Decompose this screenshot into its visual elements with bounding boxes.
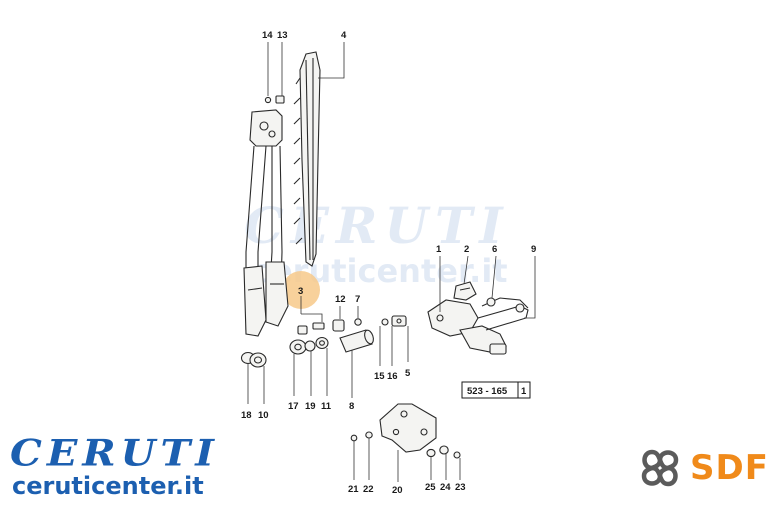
ceruti-brand: CERUTI ceruticenter.it bbox=[10, 430, 240, 510]
washer-10 bbox=[249, 352, 267, 368]
bushing-17 bbox=[289, 339, 307, 355]
callout-14: 14 bbox=[262, 30, 273, 41]
highlight-marker bbox=[282, 271, 320, 309]
mounting-bracket-20 bbox=[379, 403, 437, 453]
wiper-motor-linkage bbox=[427, 281, 529, 355]
shaft-tube-8 bbox=[339, 329, 374, 353]
callout-6: 6 bbox=[492, 244, 497, 255]
callout-1: 1 bbox=[436, 244, 442, 255]
callout-13: 13 bbox=[277, 30, 288, 41]
callout-2: 2 bbox=[464, 244, 469, 255]
bolt-23 bbox=[453, 451, 461, 459]
sdf-brand: SDF bbox=[636, 440, 776, 496]
wiper-blade bbox=[293, 51, 321, 267]
screw-14 bbox=[264, 96, 272, 104]
callout-18: 18 bbox=[241, 410, 252, 421]
sdf-knot-logo-icon bbox=[641, 449, 679, 487]
sdf-brand-name: SDF bbox=[690, 448, 769, 488]
nut-11 bbox=[315, 336, 329, 350]
callout-25: 25 bbox=[425, 482, 436, 493]
callout-9: 9 bbox=[531, 244, 536, 255]
callout-16: 16 bbox=[387, 371, 398, 382]
screw-7 bbox=[354, 318, 362, 326]
callout-3: 3 bbox=[298, 286, 303, 297]
reference-code: 523 - 165 bbox=[467, 386, 508, 397]
callout-22: 22 bbox=[363, 484, 374, 495]
callout-17: 17 bbox=[288, 401, 299, 412]
reference-box: 523 - 165 1 bbox=[461, 381, 531, 399]
callout-12: 12 bbox=[335, 294, 346, 305]
clip-assembly bbox=[381, 315, 407, 327]
callout-10: 10 bbox=[258, 410, 269, 421]
callout-24: 24 bbox=[440, 482, 451, 493]
leader-lines bbox=[247, 42, 536, 482]
callout-11: 11 bbox=[321, 401, 332, 412]
callout-8: 8 bbox=[349, 401, 354, 412]
callout-5: 5 bbox=[405, 368, 411, 379]
ceruti-logo-word: CERUTI bbox=[10, 432, 219, 475]
callout-4: 4 bbox=[341, 30, 347, 41]
nut-13 bbox=[275, 95, 285, 104]
nut-3 bbox=[297, 322, 325, 335]
washer-25 bbox=[426, 448, 436, 458]
nut-22 bbox=[365, 431, 373, 439]
watermark-logo-word: CERUTI bbox=[244, 196, 510, 255]
callout-19: 19 bbox=[305, 401, 316, 412]
cap-12 bbox=[332, 319, 345, 332]
wiper-arm bbox=[243, 109, 289, 337]
nut-24 bbox=[439, 445, 449, 455]
washer-19 bbox=[304, 340, 316, 352]
callout-20: 20 bbox=[392, 485, 403, 496]
callout-23: 23 bbox=[455, 482, 466, 493]
ceruti-site: ceruticenter.it bbox=[12, 472, 204, 500]
reference-sheet: 1 bbox=[521, 386, 527, 397]
bolt-21 bbox=[350, 434, 358, 442]
callout-7: 7 bbox=[355, 294, 360, 305]
callout-15: 15 bbox=[374, 371, 385, 382]
callout-21: 21 bbox=[348, 484, 359, 495]
